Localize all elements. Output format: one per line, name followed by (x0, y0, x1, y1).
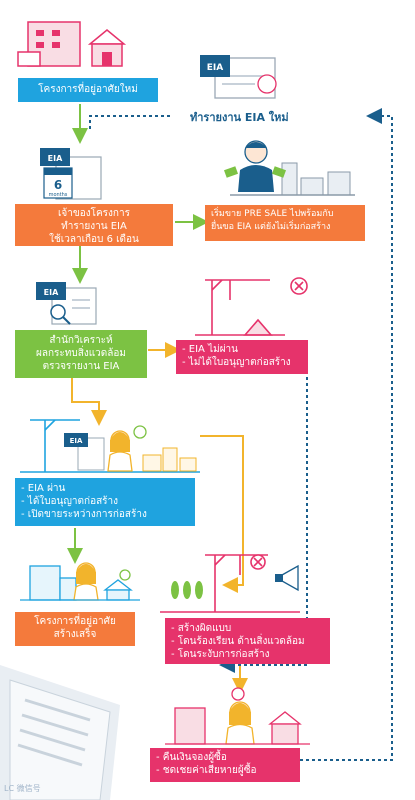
box-new-project-text: โครงการที่อยู่อาศัยใหม่ (38, 84, 138, 95)
box-owner-line-3: ใช้เวลาเกือบ 6 เดือน (49, 234, 139, 245)
document-icon (0, 665, 120, 800)
box-owner-line-1: เจ้าของโครงการ (58, 208, 130, 219)
box-violate-line-2: - โดนร้องเรียน ด้านสิ่งแวดล้อม (171, 636, 305, 647)
box-office-line-2: ผลกระทบสิ่งแวดล้อม (36, 348, 126, 359)
box-fail-line-2: - ไม่ได้ใบอนุญาตก่อสร้าง (182, 357, 291, 368)
crane-complaint-icon (160, 554, 300, 613)
box-refund: - คืนเงินจองผู้ซื้อ - ชดเชยค่าเสียหายผู้… (150, 748, 300, 782)
crane-fail-icon (195, 277, 308, 336)
crane-pass-icon: EIA (20, 419, 200, 473)
box-fail-line-1: - EIA ไม่ผ่าน (182, 344, 239, 355)
box-violate-line-3: - โดนระงับการก่อสร้าง (171, 649, 270, 660)
box-done-line-1: โครงการที่อยู่อาศัย (34, 616, 116, 627)
box-violation: - สร้างผิดแบบ - โดนร้องเรียน ด้านสิ่งแวด… (165, 618, 330, 664)
building-icon-top (17, 21, 127, 67)
eia-badge-label: EIA (207, 63, 223, 73)
calendar-number: 6 (54, 178, 62, 192)
watermark: LC 微信号 (4, 784, 41, 793)
box-presale: เริ่มขาย PRE SALE ไปพร้อมกับ ยื่นขอ EIA … (205, 205, 365, 241)
box-pass-line-3: - เปิดขายระหว่างการก่อสร้าง (21, 509, 147, 520)
box-presale-line-2: ยื่นขอ EIA แต่ยังไม่เริ่มก่อสร้าง (211, 222, 331, 232)
box-eia-pass: - EIA ผ่าน - ได้ใบอนุญาตก่อสร้าง - เปิดข… (15, 478, 195, 526)
eia-new-label: ทำรายงาน EIA ใหม่ (190, 111, 289, 124)
eia-certificate-icon: EIA (200, 55, 277, 99)
box-project-done: โครงการที่อยู่อาศัย สร้างเสร็จ (15, 612, 135, 646)
box-refund-line-2: - ชดเชยค่าเสียหายผู้ซื้อ (156, 765, 257, 776)
magnifier-document-icon: EIA (36, 282, 97, 325)
calendar-icon: EIA 6 months (40, 148, 102, 200)
businessman-icon (223, 140, 355, 196)
box-done-line-2: สร้างเสร็จ (53, 629, 97, 640)
finished-building-icon (20, 562, 140, 601)
box-owner-line-2: ทำรายงาน EIA (61, 221, 127, 232)
box-pass-line-1: - EIA ผ่าน (21, 483, 66, 494)
box-new-project: โครงการที่อยู่อาศัยใหม่ (18, 78, 158, 102)
eia-badge-calendar: EIA (48, 154, 63, 163)
box-eia-fail: - EIA ไม่ผ่าน - ไม่ได้ใบอนุญาตก่อสร้าง (176, 340, 308, 374)
box-eia-office: สำนักวิเคราะห์ ผลกระทบสิ่งแวดล้อม ตรวจรา… (15, 330, 147, 378)
connector-lines (67, 104, 393, 761)
eia-badge-magnifier: EIA (44, 288, 59, 297)
eia-badge-pass: EIA (70, 437, 83, 445)
calendar-caption: months (49, 192, 68, 198)
box-refund-line-1: - คืนเงินจองผู้ซื้อ (156, 752, 227, 763)
box-violate-line-1: - สร้างผิดแบบ (171, 623, 232, 634)
box-pass-line-2: - ได้ใบอนุญาตก่อสร้าง (21, 496, 119, 507)
upset-buyer-icon (165, 687, 310, 745)
box-office-line-3: ตรวจรายงาน EIA (42, 361, 120, 372)
box-office-line-1: สำนักวิเคราะห์ (49, 335, 113, 346)
box-presale-line-1: เริ่มขาย PRE SALE ไปพร้อมกับ (211, 209, 334, 219)
box-owner-eia: เจ้าของโครงการ ทำรายงาน EIA ใช้เวลาเกือบ… (15, 204, 173, 246)
